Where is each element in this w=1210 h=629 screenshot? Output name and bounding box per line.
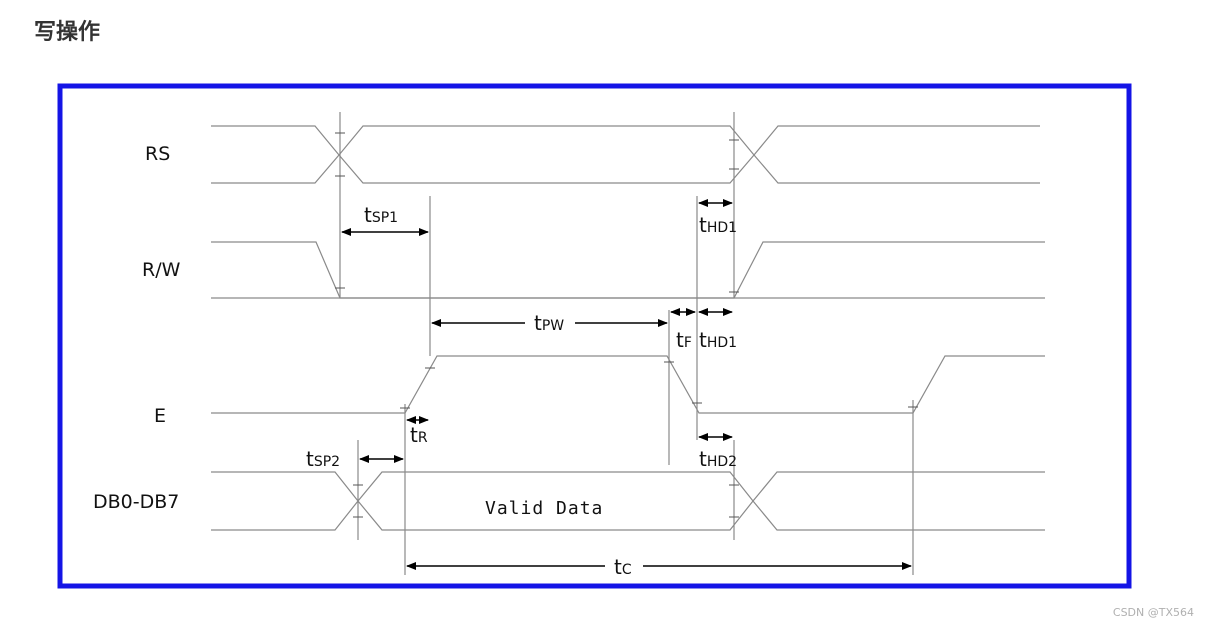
watermark: CSDN @TX564	[1112, 606, 1194, 619]
waveform-e	[211, 355, 1045, 414]
waveform-rs	[211, 125, 1040, 184]
waveform-db	[211, 471, 1045, 531]
timing-label-thd1-top: tHD1	[699, 213, 737, 237]
valid-data-label: Valid Data	[485, 498, 603, 519]
signal-label-rw: R/W	[142, 259, 181, 281]
tick-marks	[335, 132, 918, 518]
timing-label-tf: tF	[676, 328, 692, 352]
waveform-rw	[211, 241, 1045, 299]
diagram-frame	[57, 83, 1132, 589]
timing-label-tpw: tPW	[534, 311, 564, 335]
guide-lines	[339, 112, 914, 575]
timing-label-tr: tR	[410, 423, 428, 447]
signal-label-e: E	[154, 405, 166, 427]
timing-label-thd1-mid: tHD1	[699, 328, 737, 352]
timing-label-tc: tC	[614, 555, 632, 579]
page-title: 写操作	[34, 20, 101, 45]
timing-label-thd2: tHD2	[699, 447, 737, 471]
timing-label-tsp1: tSP1	[364, 203, 398, 227]
timing-label-tsp2: tSP2	[306, 447, 340, 471]
signal-label-db: DB0-DB7	[93, 491, 179, 513]
dimension-arrows	[341, 199, 912, 570]
signal-label-rs: RS	[145, 143, 170, 165]
